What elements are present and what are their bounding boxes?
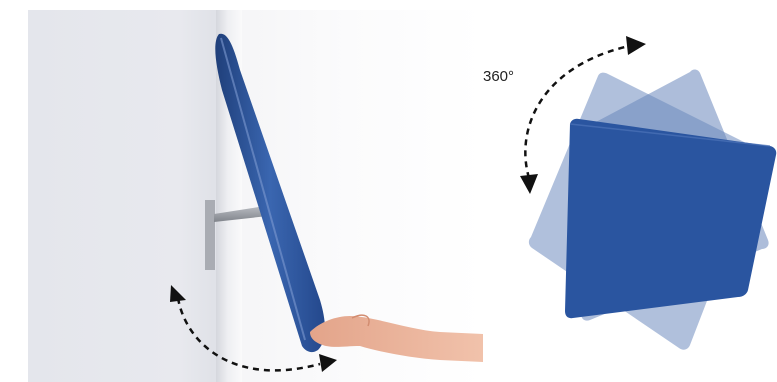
- front-panel: [565, 119, 776, 318]
- rotation-label: 360°: [483, 68, 514, 85]
